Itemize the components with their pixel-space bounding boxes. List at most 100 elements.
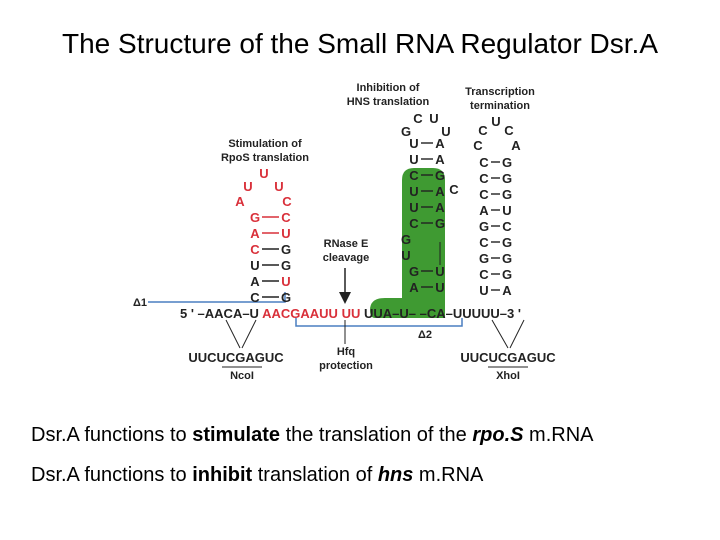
delta2-bracket (295, 318, 463, 327)
stem1-left-base: U (250, 258, 259, 273)
bullet-text-part: Dsr.A functions to (31, 424, 193, 446)
stem1-right-base: G (281, 290, 291, 305)
stem3-loop-base: C (478, 123, 488, 138)
stem2-loop-base: G (401, 124, 411, 139)
sequence-after-green: UUA–U– –CA–UUUUU–3 ' (364, 306, 521, 321)
stem3-loop-base: A (511, 138, 521, 153)
stem2-right-base: A (435, 184, 445, 199)
stem3-right-base: C (502, 219, 512, 234)
bullet-inhibit: Dsr.A functions to inhibit translation o… (31, 460, 711, 490)
stem2-left-base: C (409, 168, 419, 183)
xhol-label: XhoI (496, 370, 520, 382)
stem1-left-base: C (250, 242, 260, 257)
stem2-loop-base: C (413, 111, 423, 126)
stem3-right-base: G (502, 235, 512, 250)
stem2-left-base: U (409, 136, 418, 151)
stem2-left-base: A (409, 280, 419, 295)
bullet-text-part: hns (377, 464, 414, 486)
sequence-five-prime: 5 ' –AACA–U (180, 306, 259, 321)
ncol-sequence: UUCUCGAGUC (188, 350, 284, 365)
rpos-stimulation-label: Stimulation of (228, 138, 302, 150)
stem2-left-base: U (409, 184, 418, 199)
stem1-loop-base: U (274, 179, 283, 194)
bullet-text-part: m.RNA (413, 464, 484, 486)
main-sequence: 5 ' –AACA–U AACGAAUU UU UUA–U– –CA–UUUUU… (180, 306, 521, 321)
bullet-text-part: stimulate (192, 424, 281, 446)
stem1-right-base: U (281, 226, 290, 241)
stem1-right-base: C (281, 210, 291, 225)
rnase-cleavage-label: cleavage (323, 252, 369, 264)
rnase-cleavage-label: RNase E (324, 238, 369, 250)
stem1-loop-base: C (282, 194, 292, 209)
stem1-right-base: G (281, 258, 291, 273)
xhol-pointer-b (509, 319, 525, 349)
stem2-right-base: G (435, 168, 445, 183)
ncol-label: NcoI (230, 370, 254, 382)
stem1-right-base: U (281, 274, 290, 289)
stem2-left-base: C (409, 216, 419, 231)
stem2-right-base: G (435, 216, 445, 231)
stem3-left-base: G (479, 251, 489, 266)
stem3-left-base: C (479, 155, 489, 170)
stem2-loop-base: U (441, 124, 450, 139)
stem2-right-base: U (435, 264, 444, 279)
bullet-text-part: translation of (252, 464, 378, 486)
stem3-left-base: C (479, 267, 489, 282)
stem3-left-base: C (479, 171, 489, 186)
bullet-list: Dsr.A functions to stimulate the transla… (31, 420, 711, 500)
stem1-loop-base: A (235, 194, 245, 209)
stem3-right-base: G (502, 155, 512, 170)
rnase-arrow-head (339, 292, 351, 304)
sequence-green-part: UU (342, 306, 361, 321)
stem3-left-base: U (479, 283, 488, 298)
label-layer: Inhibition of HNS translation Transcriptio… (133, 82, 556, 382)
stem3-left-base: C (479, 187, 489, 202)
stem2-loop-base: U (429, 111, 438, 126)
stem1-loop-base: U (259, 166, 268, 181)
stem3-right-base: A (502, 283, 512, 298)
hns-inhibition-label: Inhibition of (357, 82, 420, 94)
stem3-loop-base: C (504, 123, 514, 138)
delta1-label: Δ1 (133, 297, 147, 309)
dsra-structure-diagram: Inhibition of HNS translation Transcriptio… (133, 82, 556, 382)
stem1-right-base: G (281, 242, 291, 257)
stem3-left-base: G (479, 219, 489, 234)
hfq-protection-label: Hfq (337, 346, 355, 358)
stem2-right-base: A (435, 136, 445, 151)
transcription-termination-label: Transcription (465, 86, 535, 98)
hns-binding-highlight (370, 168, 445, 318)
stem3-loop-base: C (473, 138, 483, 153)
stem1-loop-base: U (243, 179, 252, 194)
stem1-left-base: G (250, 210, 260, 225)
ncol-pointer-b (241, 319, 257, 349)
stem3-right-base: G (502, 187, 512, 202)
stem1-left-base: A (250, 226, 260, 241)
stem3-right-base: G (502, 171, 512, 186)
stem2-bulge-base: C (449, 182, 459, 197)
transcription-termination-label: termination (470, 100, 530, 112)
slide-title: The Structure of the Small RNA Regulator… (61, 28, 659, 59)
stem1-left-base: C (250, 290, 260, 305)
stem2-left-base: G (409, 264, 419, 279)
stem3-loop-base: U (491, 114, 500, 129)
stem2-left-base: U (409, 200, 418, 215)
stem3-left-base: C (479, 235, 489, 250)
delta1-bracket (148, 292, 286, 303)
bullet-text-part: m.RNA (523, 424, 594, 446)
stem2-right-base: A (435, 200, 445, 215)
bullet-text-part: Dsr.A functions to (31, 464, 193, 486)
bullet-text-part: the translation of the (280, 424, 473, 446)
hns-inhibition-label: HNS translation (347, 96, 430, 108)
stem2-left-base: U (401, 248, 410, 263)
stem3-right-base: G (502, 251, 512, 266)
bullet-text-part: inhibit (192, 464, 253, 486)
hfq-protection-label: protection (319, 360, 373, 372)
bullet-stimulate: Dsr.A functions to stimulate the transla… (31, 420, 711, 450)
stem2-left-base: G (401, 232, 411, 247)
sequence-red-part: AACGAAUU (262, 306, 338, 321)
xhol-pointer-a (491, 319, 509, 349)
stem2-right-base: U (435, 280, 444, 295)
stem3-left-base: A (479, 203, 489, 218)
delta2-label: Δ2 (418, 329, 432, 341)
